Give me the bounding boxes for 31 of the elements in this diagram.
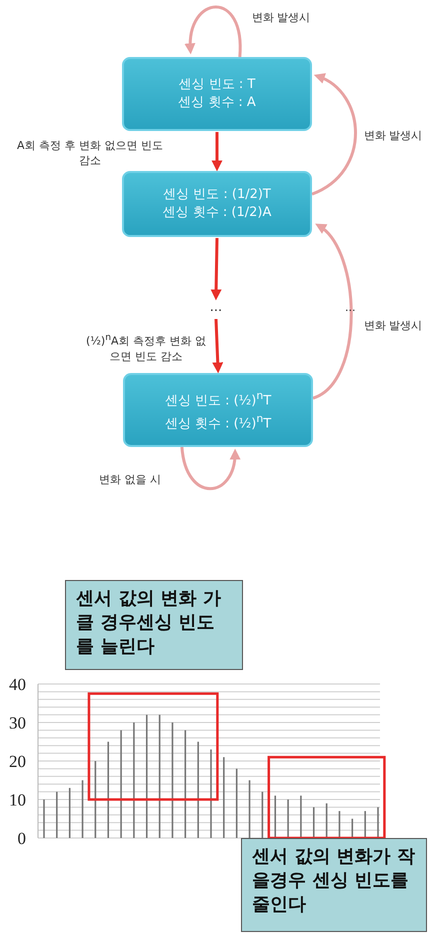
state-box [122,171,312,237]
arrow [212,318,224,374]
box-text: 센싱 횟수 : (1/2)A [162,204,272,222]
box-text: 센싱 빈도 : (½)$^{n}$T [164,388,272,410]
tick-label: 10 [9,790,26,810]
edge-label: A회 측정 후 변화 없으면 빈도 감소 [16,138,164,168]
loop-arrow [180,446,240,490]
arrow [212,132,222,172]
state-box [122,57,312,131]
callout-box: 센서 값의 변화가 작을경우 센싱 빈도를 줄인다 [241,838,427,932]
curved-arrow [311,74,357,196]
box-text: 센싱 횟수 : A [178,94,256,112]
ellipsis-text: ... [345,300,356,315]
curved-arrow [312,222,353,400]
edge-label: 변화 없을 시 [98,472,162,487]
edge-label: 변화 발생시 [250,10,312,25]
tick-label: 40 [9,675,26,694]
box-text: 센싱 빈도 : T [178,76,256,94]
edge-label: (½)$^{n}$A회 측정후 변화 없으면 빈도 감소 [84,331,208,364]
box-text: 센싱 횟수 : (½)$^{n}$T [164,411,272,434]
ellipsis-text: ... [200,300,232,318]
loop-arrow [185,6,242,58]
tick-label: 20 [9,752,26,771]
callout-box: 센서 값의 변화 가 클 경우센싱 빈도를 늘린다 [65,580,243,670]
edge-label: 변화 발생시 [362,318,424,333]
box-text: 센싱 빈도 : (1/2)T [163,186,271,204]
edge-label: 변화 발생시 [362,128,424,143]
arrow [210,238,222,300]
tick-label: 0 [18,829,26,848]
tick-label: 30 [9,714,26,732]
state-box [123,373,313,447]
